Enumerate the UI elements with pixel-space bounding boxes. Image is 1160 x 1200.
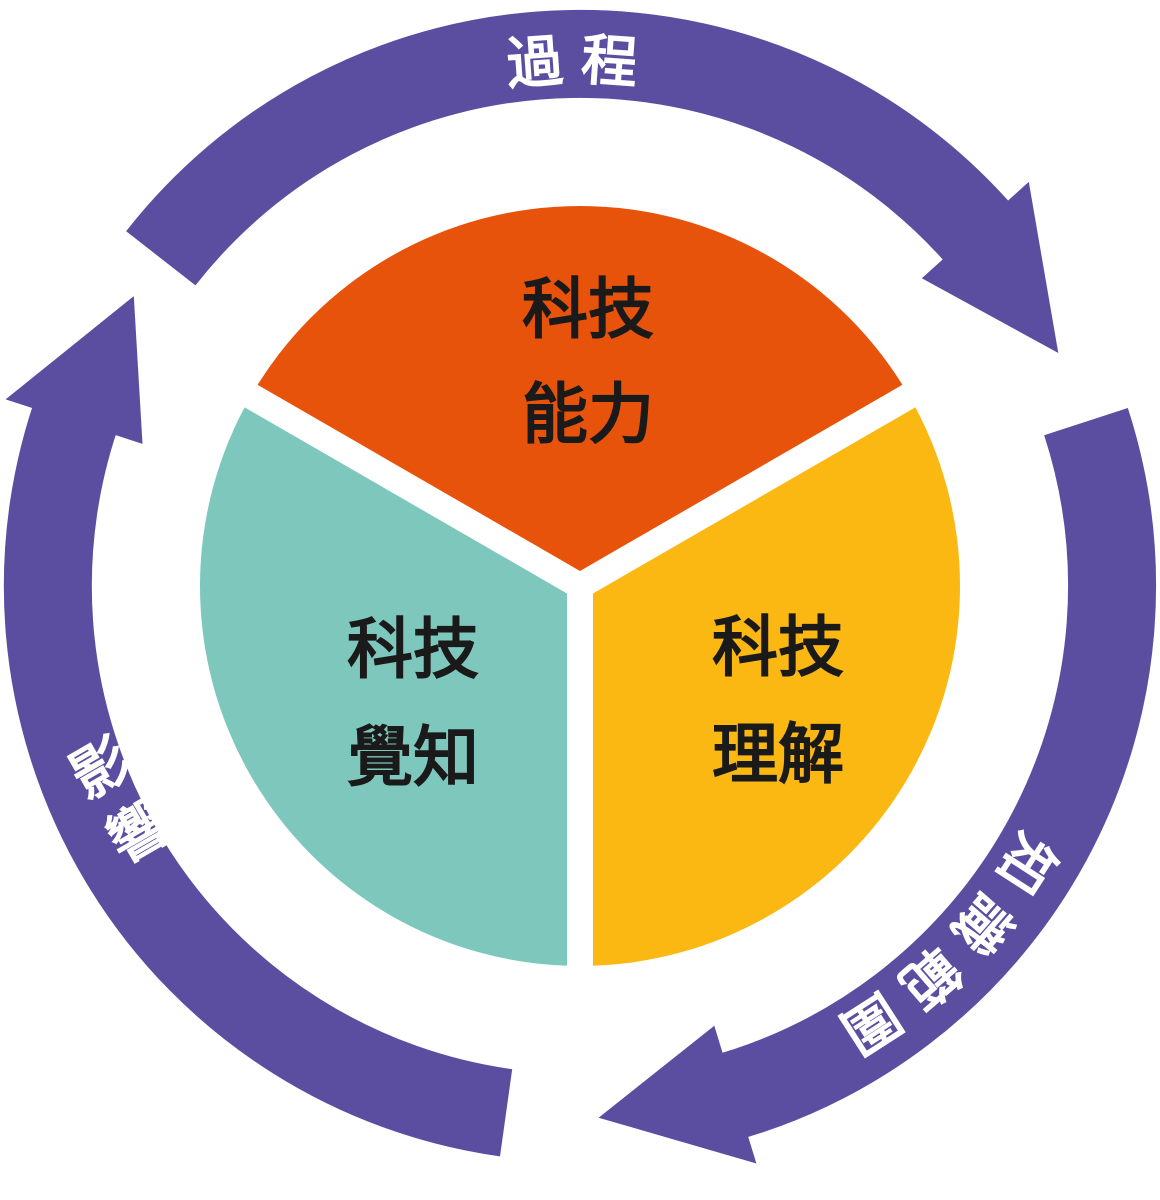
segment-labels: 科技 能力 科技 理解 科技 覺知 [347, 271, 844, 796]
segment-right-label-line1: 科技 [712, 609, 844, 686]
segment-top-label-line1: 科技 [522, 271, 654, 348]
segment-top-label-line2: 能力 [522, 376, 654, 453]
ring-arrowhead-top-left-icon [5, 296, 143, 444]
ring-arc-left [3, 388, 513, 1157]
ring-label-top-text: 過程 [504, 28, 639, 98]
ring-label-top: 過程 [504, 28, 655, 98]
segment-left-label-line2: 覺知 [347, 719, 479, 796]
cycle-ring [3, 9, 1157, 1164]
segment-right-label-line2: 理解 [712, 716, 844, 793]
ring-arc-right [706, 408, 1157, 1143]
segment-dividers [235, 379, 925, 976]
ring-arrowhead-right-icon [921, 181, 1059, 353]
ring-arc-top [126, 9, 1022, 286]
segment-divider-upper-left [235, 379, 587, 598]
ring-arrowhead-bottom-icon [598, 1025, 757, 1164]
segment-left-label-line1: 科技 [347, 611, 479, 688]
segment-divider-upper-right [573, 379, 925, 598]
segment-pie [199, 205, 961, 976]
